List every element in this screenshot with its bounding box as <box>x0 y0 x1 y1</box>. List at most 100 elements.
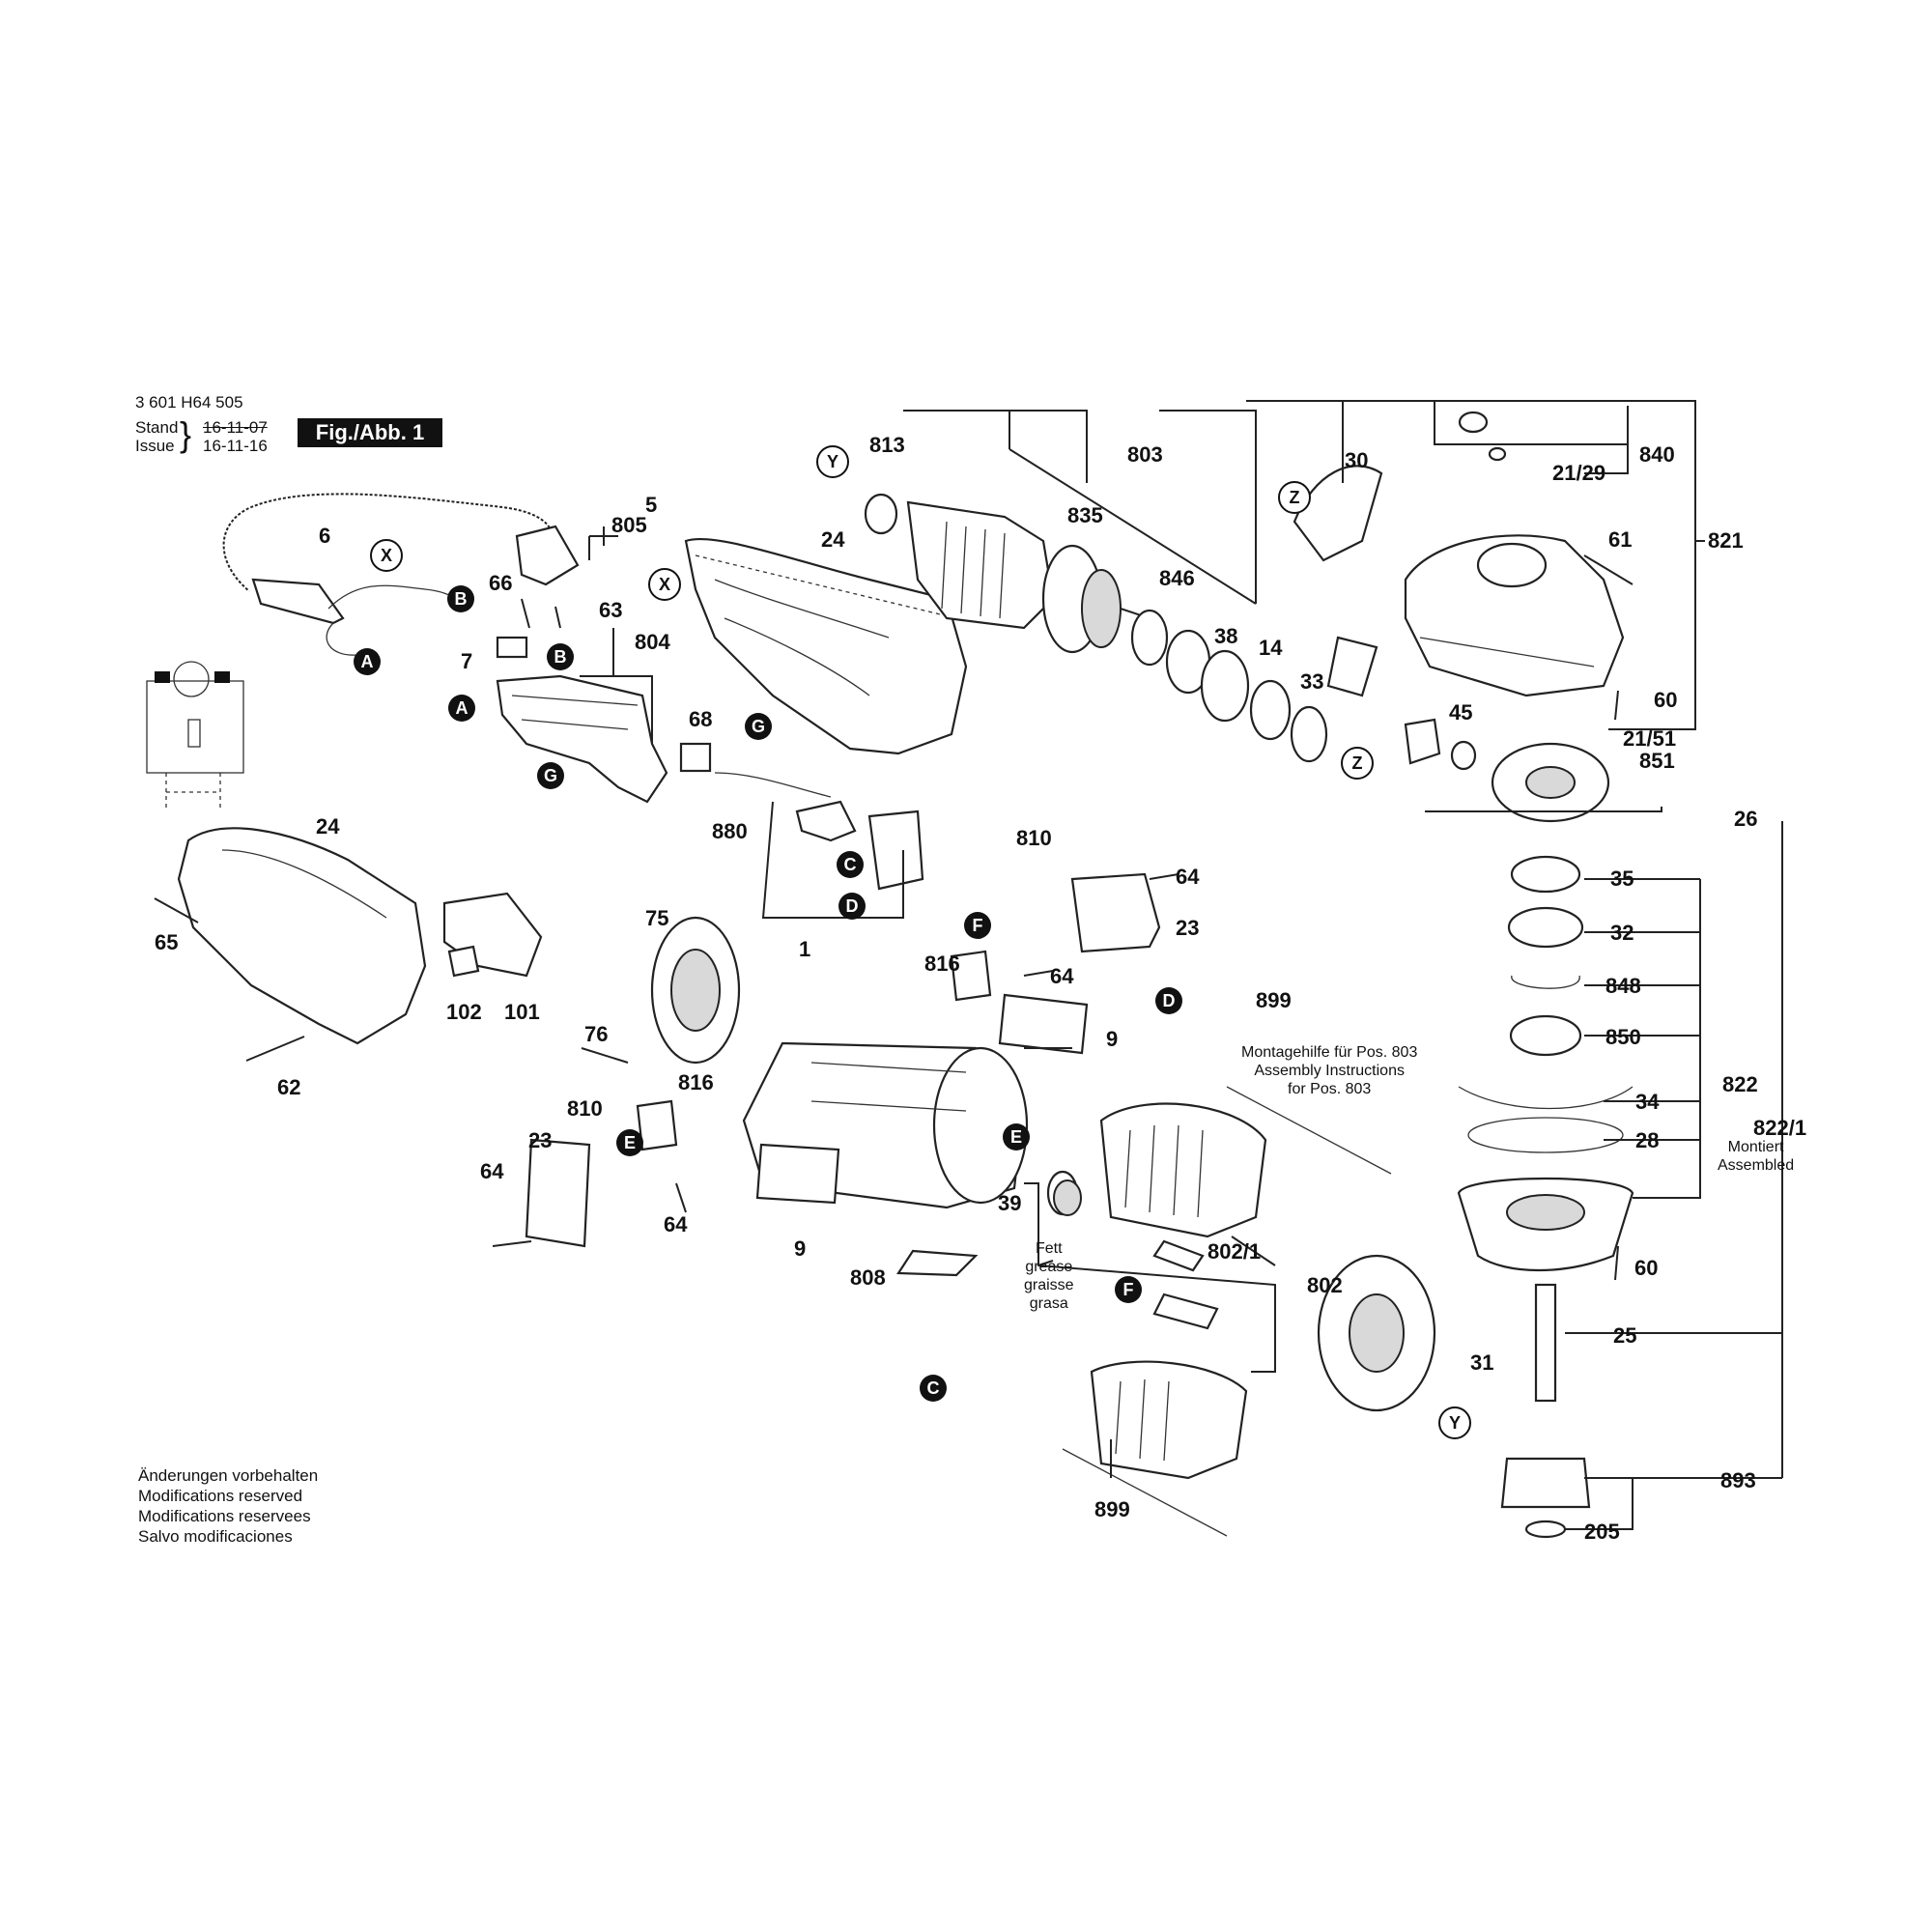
leader-lines <box>580 400 1783 1530</box>
label-802-1: 802/1 <box>1208 1239 1261 1264</box>
stand-date: 16-11-07 <box>203 418 268 437</box>
handle <box>177 827 543 1045</box>
label-893: 893 <box>1720 1468 1756 1492</box>
connector-y-lower: Y <box>1438 1406 1471 1439</box>
issue-label: Issue <box>135 437 175 455</box>
brace-icon: } <box>180 414 192 454</box>
svg-text:B: B <box>455 589 468 609</box>
label-14: 14 <box>1259 636 1283 660</box>
connector-e-left: E <box>616 1129 643 1156</box>
label-24-handle: 24 <box>316 814 340 838</box>
label-68: 68 <box>689 707 712 731</box>
label-1: 1 <box>799 937 810 961</box>
note-line-de: Änderungen vorbehalten <box>138 1466 319 1485</box>
svg-text:B: B <box>554 647 567 667</box>
connector-d-lower: D <box>1155 987 1182 1014</box>
svg-text:D: D <box>1163 991 1176 1010</box>
connector-g-lower: G <box>537 762 564 789</box>
label-65: 65 <box>155 930 178 954</box>
note-line-en: Modifications reserved <box>138 1487 303 1505</box>
bevel-gear <box>1404 718 1610 823</box>
label-9-lower: 9 <box>794 1236 806 1261</box>
connector-g-upper: G <box>745 713 772 740</box>
part-numbers: 5 805 6 66 63 7 804 68 24 24 65 102 101 … <box>155 433 1806 1544</box>
label-848: 848 <box>1605 974 1641 998</box>
connector-f-lower: F <box>1115 1276 1142 1303</box>
label-102: 102 <box>446 1000 482 1024</box>
switch-assembly <box>496 636 712 804</box>
label-7: 7 <box>461 649 472 673</box>
label-5: 5 <box>645 493 657 517</box>
label-21-29: 21/29 <box>1552 461 1605 485</box>
note-line-es: Salvo modificaciones <box>138 1527 293 1546</box>
connector-a-upper: A <box>354 648 381 675</box>
label-28: 28 <box>1635 1128 1659 1152</box>
label-64-lower: 64 <box>664 1212 688 1236</box>
connector-markers: A A B B G G C C D D E E F F X X Y Y Z Z <box>354 445 1471 1439</box>
svg-text:Z: Z <box>1290 488 1300 507</box>
label-813: 813 <box>869 433 905 457</box>
assembled-line-1: Montiert <box>1727 1139 1784 1155</box>
label-802: 802 <box>1307 1273 1343 1297</box>
label-899-upper: 899 <box>1256 988 1292 1012</box>
label-805: 805 <box>611 513 647 537</box>
doc-number: 3 601 H64 505 <box>135 393 243 412</box>
label-38: 38 <box>1214 624 1237 648</box>
svg-text:G: G <box>544 766 557 785</box>
svg-text:D: D <box>846 896 859 916</box>
connector-x-upper: X <box>370 539 403 572</box>
label-880: 880 <box>712 819 748 843</box>
label-35: 35 <box>1610 867 1634 891</box>
label-822: 822 <box>1722 1072 1758 1096</box>
label-899-lower: 899 <box>1094 1497 1130 1521</box>
label-45: 45 <box>1449 700 1472 724</box>
label-803: 803 <box>1127 442 1163 467</box>
svg-text:F: F <box>1123 1280 1134 1299</box>
connector-x-housing: X <box>648 568 681 601</box>
spindle-stack <box>1457 855 1634 1539</box>
label-21-51: 21/51 <box>1623 726 1676 751</box>
connector-b-upper: B <box>447 585 474 612</box>
screws <box>154 554 1634 1281</box>
assembly-note-line-2: Assembly Instructions <box>1254 1063 1405 1079</box>
assembly-instructions-note: Montagehilfe für Pos. 803 Assembly Instr… <box>1241 1043 1417 1098</box>
svg-text:C: C <box>927 1378 940 1398</box>
label-808: 808 <box>850 1265 886 1290</box>
svg-text:Y: Y <box>1449 1413 1461 1433</box>
label-816-upper: 816 <box>924 952 960 976</box>
label-810-upper: 810 <box>1016 826 1052 850</box>
label-804: 804 <box>635 630 670 654</box>
label-835: 835 <box>1067 503 1103 527</box>
label-76: 76 <box>584 1022 608 1046</box>
issue-date: 16-11-16 <box>203 437 268 455</box>
assembled-note: Montiert Assembled <box>1718 1138 1794 1175</box>
label-75: 75 <box>645 906 668 930</box>
label-62: 62 <box>277 1075 300 1099</box>
armature <box>864 493 1151 654</box>
label-61: 61 <box>1608 527 1632 552</box>
label-39: 39 <box>998 1191 1021 1215</box>
label-25: 25 <box>1613 1323 1636 1348</box>
label-822-1: 822/1 <box>1753 1116 1806 1140</box>
connector-d-upper: D <box>838 893 866 920</box>
connector-y-upper: Y <box>816 445 849 478</box>
brush-holders <box>525 872 1161 1277</box>
label-850: 850 <box>1605 1025 1641 1049</box>
assembly-note-line-1: Montagehilfe für Pos. 803 <box>1241 1044 1418 1061</box>
electronic-module <box>714 772 924 891</box>
svg-text:X: X <box>659 575 670 594</box>
label-24-housing: 24 <box>821 527 845 552</box>
svg-text:C: C <box>844 855 857 874</box>
connector-c-lower: C <box>920 1375 947 1402</box>
label-23-lower: 23 <box>528 1128 552 1152</box>
label-33: 33 <box>1300 669 1323 694</box>
label-30: 30 <box>1345 448 1368 472</box>
svg-text:E: E <box>624 1133 636 1152</box>
connector-z-lower: Z <box>1341 747 1374 780</box>
label-810-lower: 810 <box>567 1096 603 1121</box>
svg-text:F: F <box>973 916 983 935</box>
grease-line-1: Fett <box>1036 1240 1063 1257</box>
motor-housing-lower <box>650 916 1079 1216</box>
label-66: 66 <box>489 571 512 595</box>
motor-housing-upper <box>684 537 968 755</box>
